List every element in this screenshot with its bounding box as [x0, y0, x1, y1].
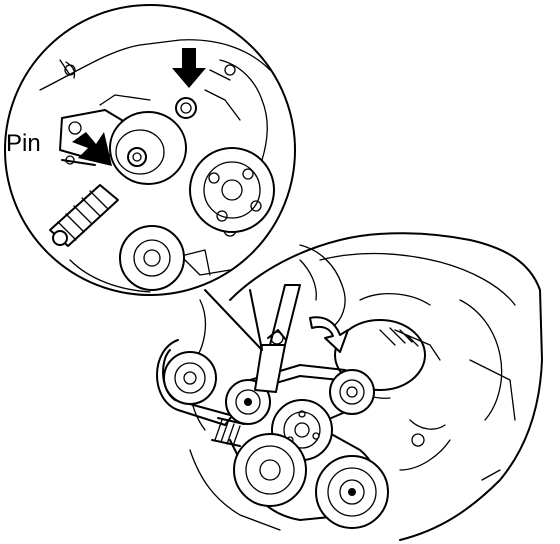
magnifier-callout: [4, 4, 296, 351]
bolt-upper: [175, 97, 197, 119]
crankshaft-pulley: [233, 433, 307, 507]
hand-outline: [299, 244, 346, 326]
idler-pulley-left: [163, 351, 217, 405]
idler-pulley-magnified: [119, 225, 185, 291]
tensioner-spring-lower: [211, 417, 245, 447]
rotation-arrow: [309, 316, 349, 353]
engine-block-outline: [189, 232, 543, 541]
tensioner-spring-magnified: [49, 184, 119, 247]
arrow-right-icon: [72, 132, 112, 166]
tensioner-pulley-magnified: [109, 111, 187, 185]
alternator-pulley: [329, 369, 375, 415]
pin-label: Pin: [6, 130, 41, 157]
wrench-bar: [254, 284, 301, 393]
ac-compressor-pulley: [315, 455, 389, 529]
arrow-down-icon: [172, 48, 206, 88]
callout-detail: [39, 39, 275, 293]
water-pump-pulley-magnified: [189, 147, 275, 233]
